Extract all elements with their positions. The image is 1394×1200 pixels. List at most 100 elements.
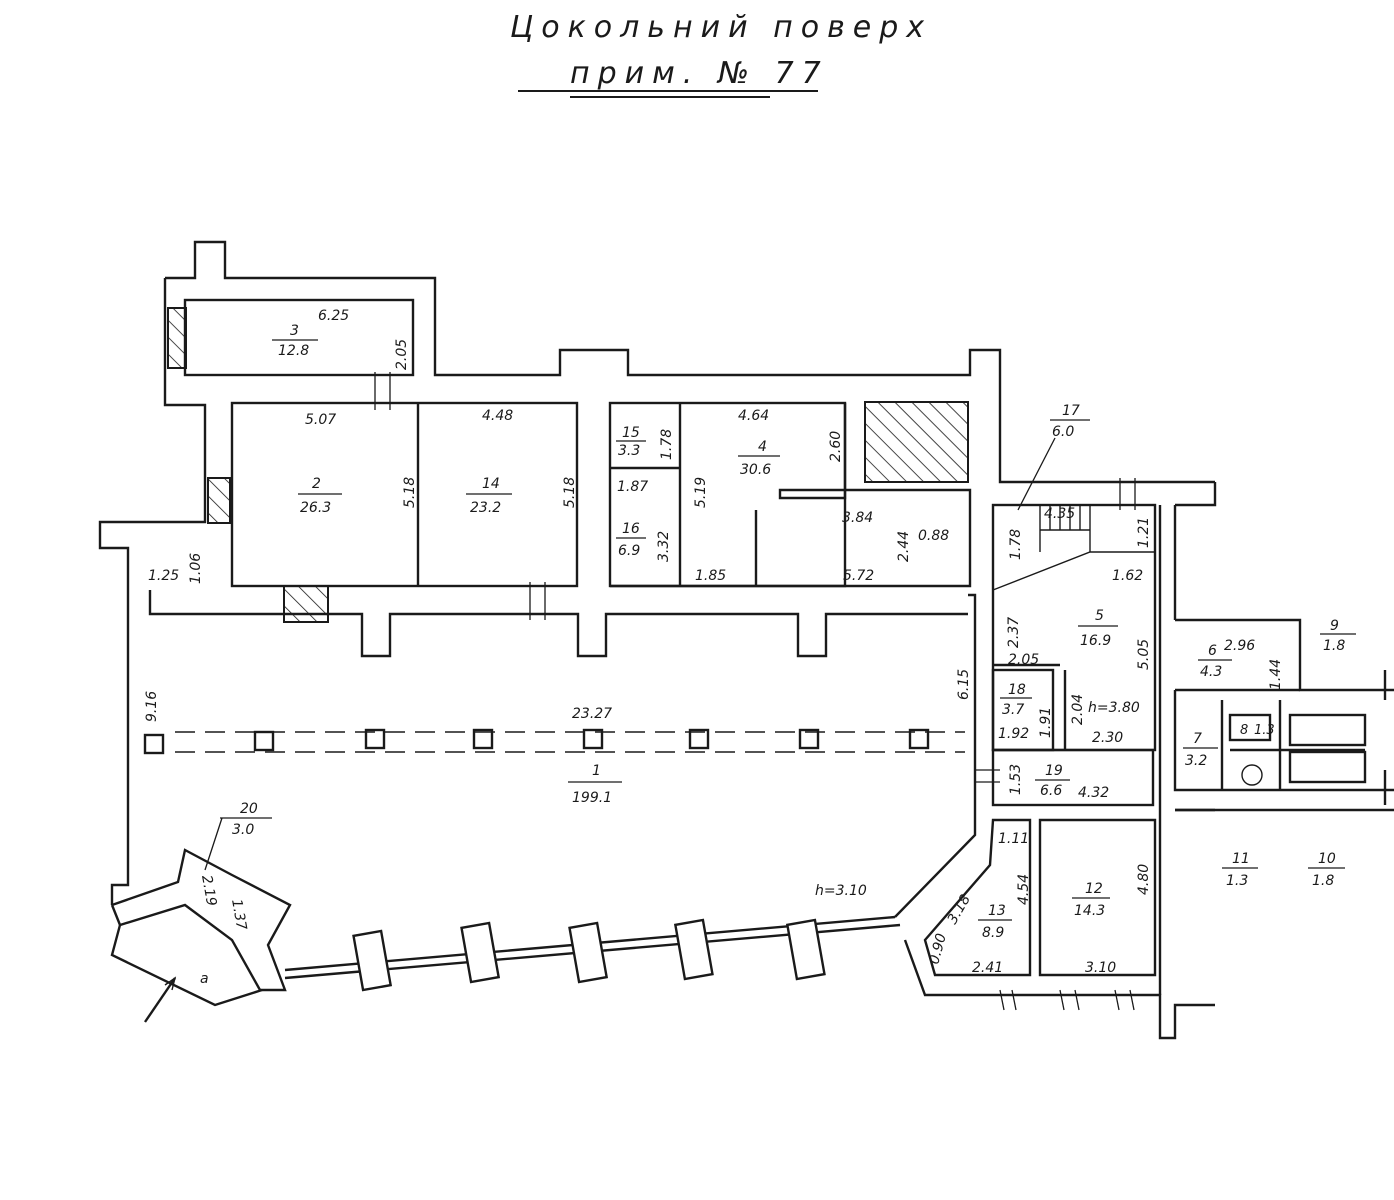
room-2-area: 26.3 bbox=[300, 500, 331, 516]
room-1-area: 199.1 bbox=[572, 790, 612, 806]
dimension-label: 5.18 bbox=[562, 477, 578, 508]
dimension-label: 4.35 bbox=[1044, 506, 1075, 522]
room-9-number: 9 bbox=[1330, 618, 1339, 634]
dimension-label: 5.07 bbox=[305, 412, 336, 428]
plan-title: Цокольний поверх bbox=[510, 10, 933, 45]
dimension-label: 1.91 bbox=[1038, 707, 1054, 738]
dimension-label: 3.10 bbox=[1085, 960, 1116, 976]
facade-windows bbox=[352, 918, 826, 992]
plan-subtitle: прим. № 77 bbox=[570, 56, 829, 91]
room-11-number: 11 bbox=[1232, 851, 1250, 867]
room-12-area: 14.3 bbox=[1074, 903, 1105, 919]
room-4-extension bbox=[610, 403, 972, 588]
room-12-number: 12 bbox=[1085, 881, 1103, 897]
height-label-5: h=3.80 bbox=[1088, 700, 1140, 716]
dimension-label: 1.85 bbox=[695, 568, 726, 584]
dimension-label: 1.25 bbox=[148, 568, 179, 584]
outer-walls bbox=[98, 240, 1394, 1040]
room-20-area: 3.0 bbox=[232, 822, 254, 838]
dimension-label: 2.37 bbox=[1006, 617, 1022, 648]
dimension-label: 1.11 bbox=[998, 831, 1029, 847]
dimension-label: 1.21 bbox=[1136, 517, 1152, 548]
room-6-number: 6 bbox=[1208, 643, 1217, 659]
room-9-area: 1.8 bbox=[1323, 638, 1345, 654]
rooms-2-14-outline bbox=[230, 401, 579, 588]
hatched-shaft bbox=[864, 401, 969, 483]
dimension-label: 1.78 bbox=[659, 429, 675, 460]
room-4-area: 30.6 bbox=[740, 462, 771, 478]
room-15-number: 15 bbox=[622, 425, 640, 441]
dimension-label: 2.30 bbox=[1092, 730, 1123, 746]
dimension-label: 1.92 bbox=[998, 726, 1029, 742]
dimension-label: 2.41 bbox=[972, 960, 1003, 976]
dimension-label: 2.05 bbox=[394, 339, 410, 370]
dimension-label: 1.37 bbox=[228, 898, 249, 932]
room-14-number: 14 bbox=[482, 476, 500, 492]
dimension-label: 5.05 bbox=[1136, 639, 1152, 670]
room-10-area: 1.8 bbox=[1312, 873, 1334, 889]
hatched-window-2 bbox=[207, 477, 231, 524]
dimension-label: 2.60 bbox=[828, 431, 844, 462]
dimension-label: 5.72 bbox=[843, 568, 874, 584]
entrance-arrow bbox=[144, 977, 176, 1023]
room-17-number: 17 bbox=[1062, 403, 1080, 419]
room-5-number: 5 bbox=[1095, 608, 1104, 624]
subtitle-underline bbox=[570, 96, 770, 98]
hatched-window-south bbox=[283, 585, 329, 623]
room-19-area: 6.6 bbox=[1040, 783, 1062, 799]
dimension-label: 4.54 bbox=[1016, 874, 1032, 905]
dimension-label: 3.18 bbox=[945, 892, 974, 927]
column-row bbox=[143, 728, 965, 755]
room-13-area: 8.9 bbox=[982, 925, 1004, 941]
title-underline bbox=[518, 90, 818, 92]
dimension-label: 2.05 bbox=[1008, 652, 1039, 668]
dimension-label: 4.64 bbox=[738, 408, 769, 424]
dimension-label: 1.78 bbox=[1008, 529, 1024, 560]
dimension-label: 1.44 bbox=[1268, 659, 1284, 690]
dimension-label: 4.32 bbox=[1078, 785, 1109, 801]
room-11-area: 1.3 bbox=[1226, 873, 1248, 889]
entrance-arrowhead bbox=[164, 976, 177, 991]
dimension-label: 0.88 bbox=[918, 528, 949, 544]
room-7-area: 3.2 bbox=[1185, 753, 1207, 769]
height-label-1: h=3.10 bbox=[815, 883, 867, 899]
room-8-area: 1.3 bbox=[1254, 723, 1275, 738]
dimension-label: 2.96 bbox=[1224, 638, 1255, 654]
dimension-label: 2.04 bbox=[1070, 694, 1086, 725]
corridor-wall bbox=[148, 590, 968, 658]
dimension-label: 5.18 bbox=[402, 477, 418, 508]
room-18-area: 3.7 bbox=[1002, 702, 1024, 718]
dimension-label: 23.27 bbox=[572, 706, 612, 722]
dimension-label: 6.25 bbox=[318, 308, 349, 324]
room-18-number: 18 bbox=[1008, 682, 1026, 698]
room-7-number: 7 bbox=[1193, 731, 1202, 747]
dimension-label: 6.15 bbox=[956, 669, 972, 700]
dimension-label: 5.19 bbox=[693, 477, 709, 508]
room-1-number: 1 bbox=[592, 763, 601, 779]
room-17-area: 6.0 bbox=[1052, 424, 1074, 440]
dimension-label: 1.53 bbox=[1008, 764, 1024, 795]
dimension-label: 3.32 bbox=[656, 531, 672, 562]
room-labels: 1 199.1 2 26.3 3 12.8 4 30.6 5 16.9 6 4.… bbox=[200, 323, 1356, 987]
dimension-label: 9.16 bbox=[144, 691, 160, 722]
dimension-label: 0.90 bbox=[926, 932, 950, 966]
dimension-label: 1.06 bbox=[188, 553, 204, 584]
dimension-label: 1.87 bbox=[617, 479, 648, 495]
room-14-area: 23.2 bbox=[470, 500, 501, 516]
door-ticks bbox=[374, 372, 1136, 1011]
room-4-number: 4 bbox=[758, 439, 767, 455]
room-3-area: 12.8 bbox=[278, 343, 309, 359]
room-13-number: 13 bbox=[988, 903, 1006, 919]
hatched-window-3 bbox=[167, 307, 187, 369]
dimension-label: 1.62 bbox=[1112, 568, 1143, 584]
room-10-number: 10 bbox=[1318, 851, 1336, 867]
dimension-label: 4.80 bbox=[1136, 864, 1152, 895]
entrance-mark: a bbox=[200, 971, 209, 987]
dimension-label: 3.84 bbox=[842, 510, 873, 526]
east-block bbox=[923, 503, 1367, 977]
dimension-label: 2.44 bbox=[896, 531, 912, 562]
room-2-number: 2 bbox=[312, 476, 321, 492]
room-15-area: 3.3 bbox=[618, 443, 640, 459]
dimension-label: 2.19 bbox=[198, 874, 219, 908]
room-3-outline bbox=[183, 298, 415, 377]
